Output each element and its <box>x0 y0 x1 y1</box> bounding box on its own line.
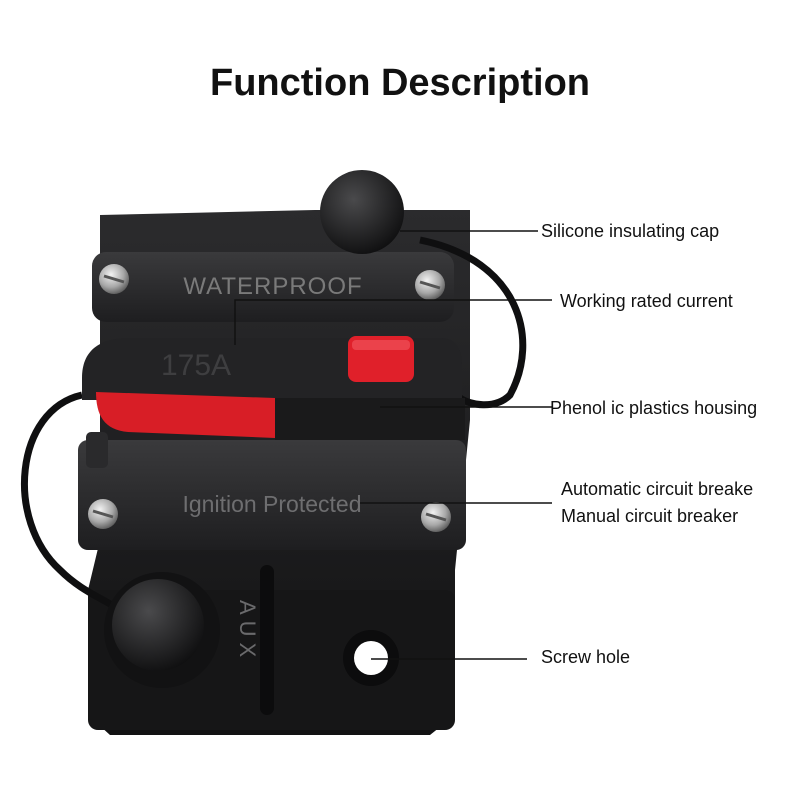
silicone-cap-aux <box>112 579 204 671</box>
top-panel <box>92 252 454 322</box>
cap-strap-left <box>20 391 128 618</box>
page-title: Function Description <box>210 62 590 104</box>
callout-lines <box>234 230 552 660</box>
callout-rated-current: Working rated current <box>560 291 733 311</box>
callout-housing: Phenol ic plastics housing <box>550 398 758 418</box>
ignition-protected-text: Ignition Protected <box>182 491 361 517</box>
cap-strap-right <box>419 236 527 409</box>
callout-screw-hole: Screw hole <box>541 647 631 667</box>
rating-text: 175A <box>161 349 231 382</box>
lower-panel <box>78 440 466 550</box>
aux-text: AUX <box>235 600 260 663</box>
callout-silicone-cap: Silicone insulating cap <box>541 221 720 241</box>
silicone-cap-top <box>320 170 404 254</box>
trip-indicator <box>96 392 275 438</box>
callout-manual-breaker: Manual circuit breaker <box>561 506 739 526</box>
callout-automatic-breaker: Automatic circuit breake <box>561 479 754 499</box>
waterproof-text: WATERPROOF <box>183 273 362 300</box>
